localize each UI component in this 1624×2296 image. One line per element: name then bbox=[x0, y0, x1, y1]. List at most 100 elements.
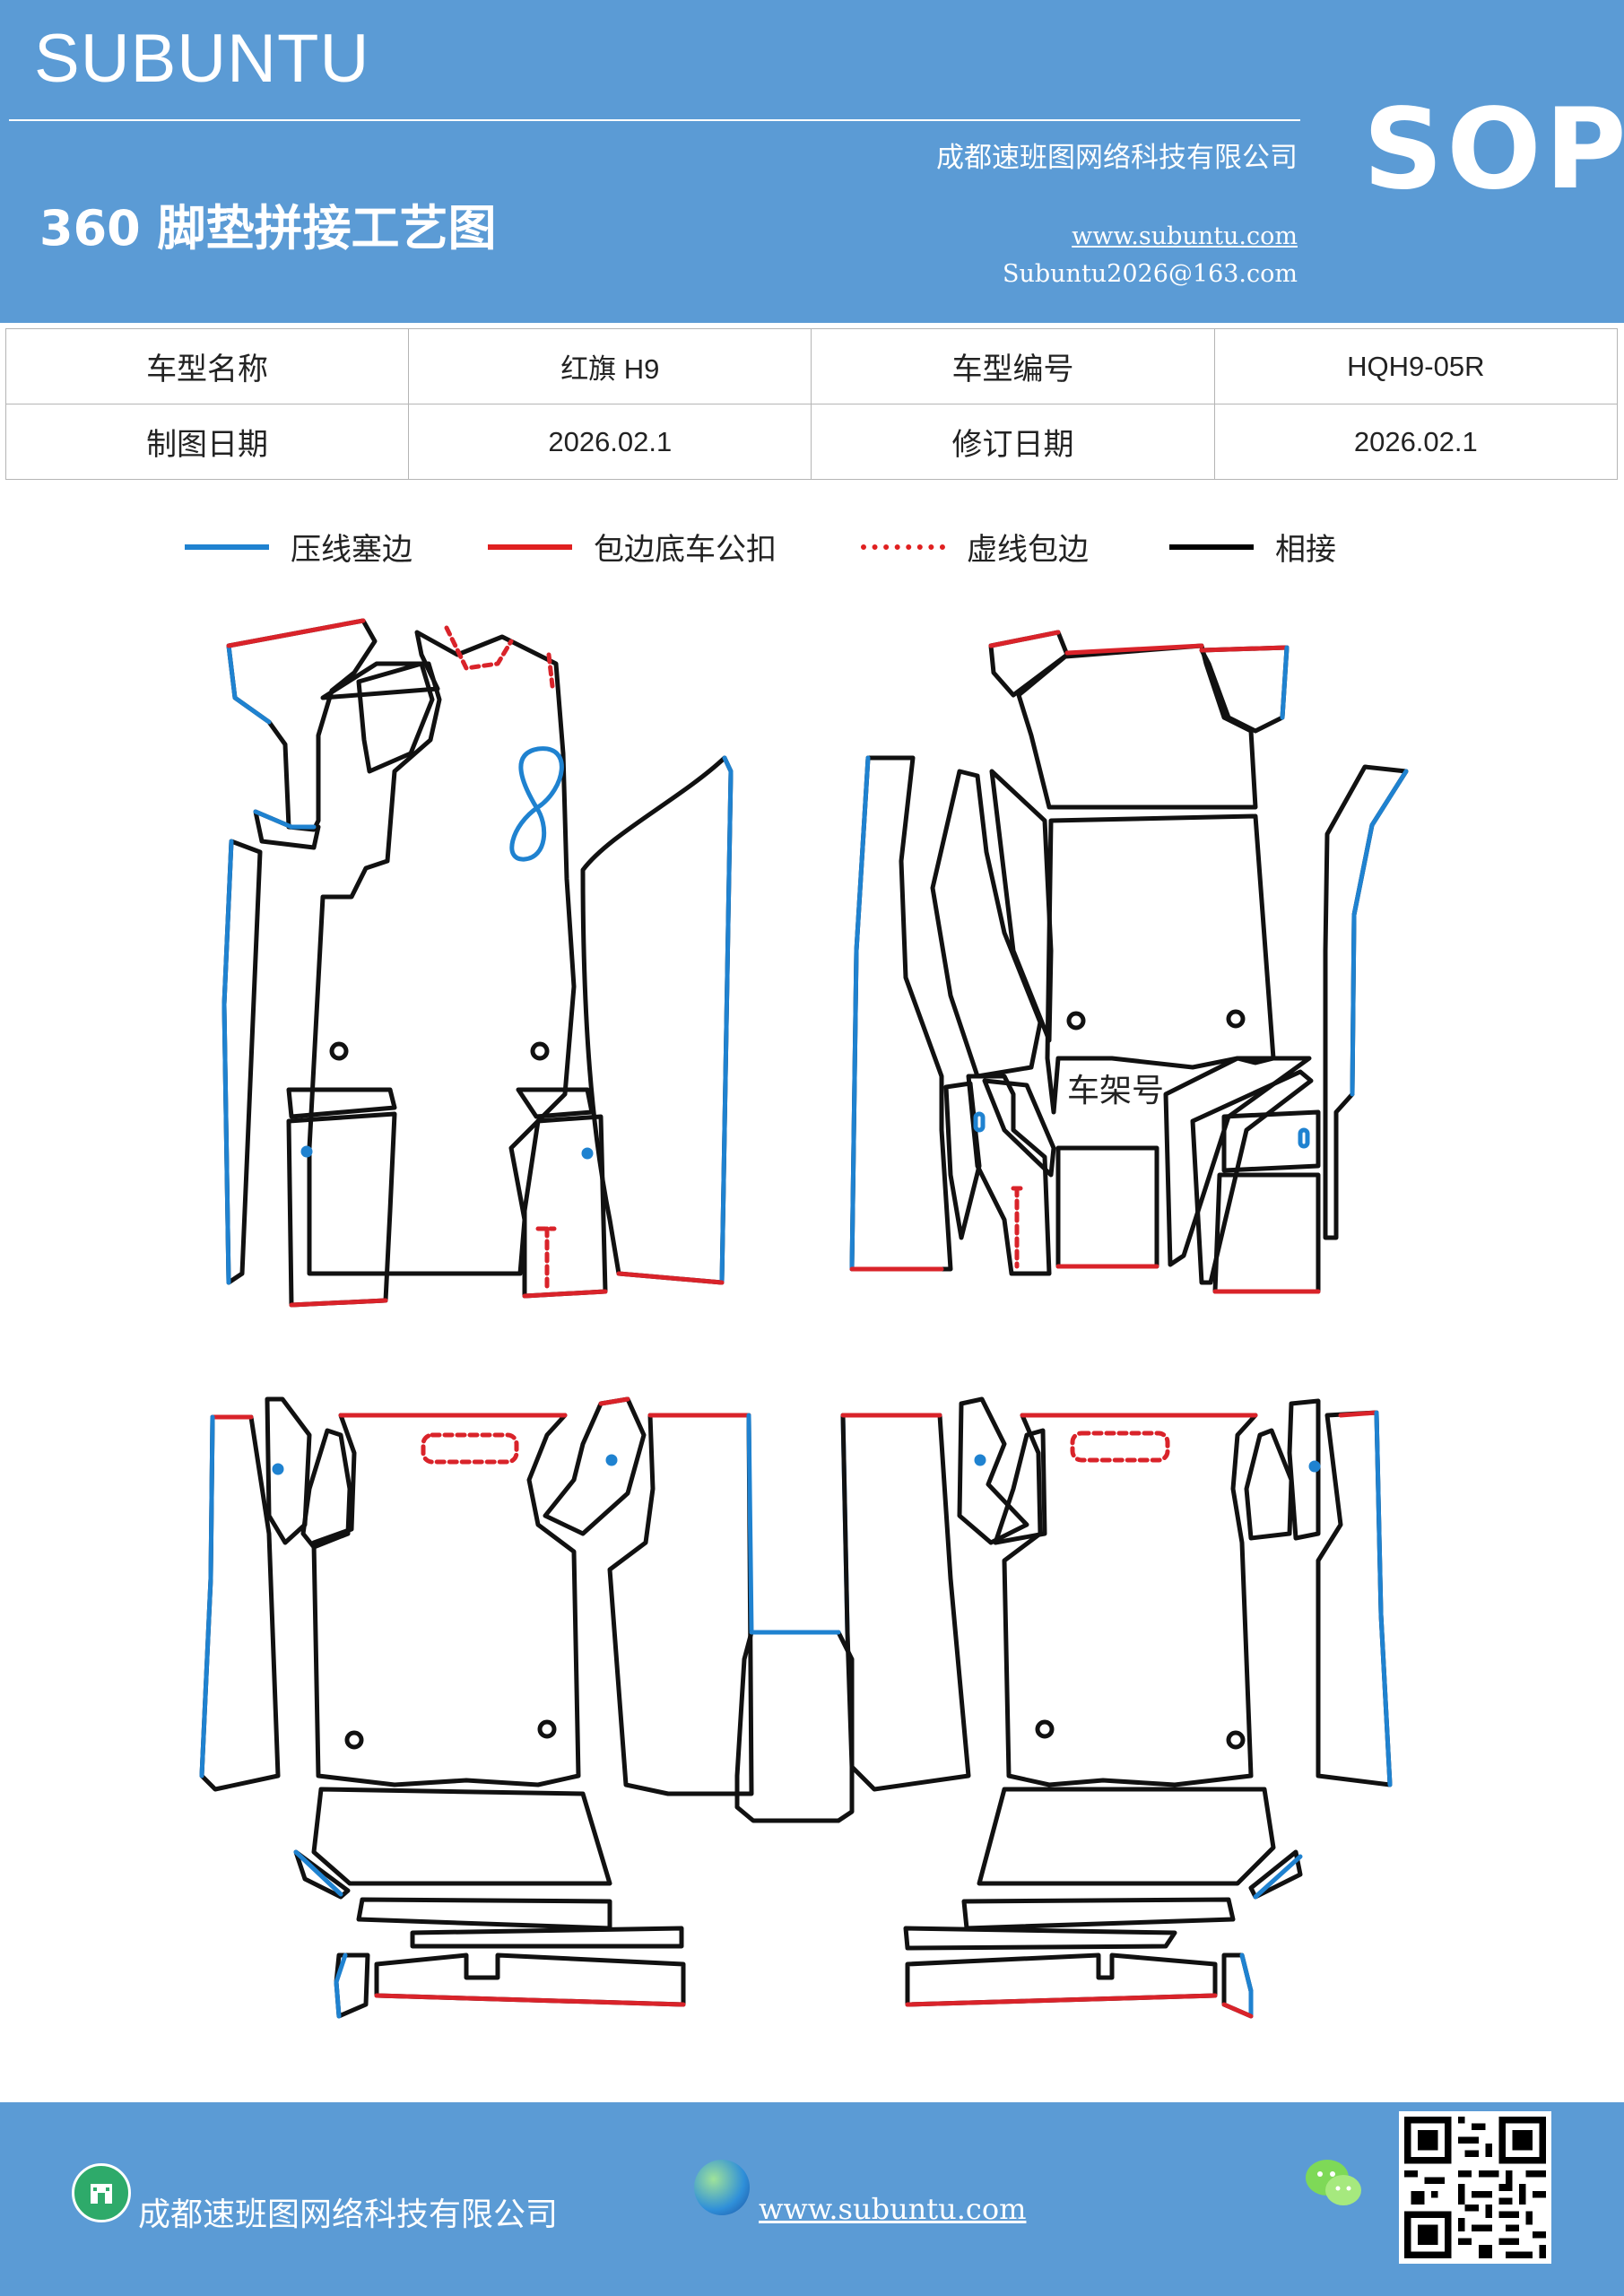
mat-edge-red bbox=[226, 618, 366, 648]
legend-item-pressline: 压线塞边 bbox=[185, 525, 413, 569]
mat-piece bbox=[840, 1413, 971, 1792]
mat-edge-blue bbox=[849, 755, 871, 1272]
building-icon bbox=[72, 2163, 131, 2222]
mat-piece bbox=[516, 1087, 595, 1119]
mat-edge-red bbox=[1011, 1186, 1025, 1269]
mat-edge-red bbox=[988, 630, 1061, 648]
legend-item-join: 相接 bbox=[1169, 525, 1336, 569]
mat-piece bbox=[311, 1787, 612, 1886]
header-website-link[interactable]: www.subuntu.com bbox=[1072, 222, 1298, 250]
draw-date-value: 2026.02.1 bbox=[408, 404, 812, 480]
mat-hole-blue bbox=[605, 1454, 618, 1466]
floor-mat-diagram: 车架号 bbox=[199, 618, 1409, 2019]
legend-swatch-black bbox=[1169, 544, 1254, 550]
mat-hole bbox=[1226, 1730, 1246, 1750]
mat-hole-blue bbox=[1308, 1460, 1321, 1473]
model-name-value: 红旗 H9 bbox=[408, 328, 812, 404]
mat-piece bbox=[286, 1111, 397, 1308]
footer-banner: 成都速班图网络科技有限公司 www.subuntu.com bbox=[0, 2102, 1624, 2296]
mat-piece bbox=[903, 1926, 1177, 1951]
mat-piece bbox=[356, 661, 435, 774]
mat-edge-red bbox=[1199, 645, 1290, 653]
mat-hole-blue bbox=[300, 1145, 313, 1158]
legend-label: 压线塞边 bbox=[291, 532, 413, 568]
mat-piece bbox=[989, 769, 1054, 1043]
model-code-value: HQH9-05R bbox=[1213, 328, 1619, 404]
mat-piece bbox=[977, 1787, 1276, 1886]
rear-left-mat-group bbox=[199, 1396, 855, 2019]
mat-piece bbox=[293, 1849, 351, 1900]
mat-piece bbox=[286, 1087, 397, 1119]
mat-piece bbox=[410, 1926, 684, 1949]
mat-edge-red bbox=[1064, 643, 1204, 656]
mat-piece bbox=[1248, 1849, 1303, 1900]
mat-piece bbox=[580, 755, 734, 1285]
mat-hole bbox=[1066, 1011, 1086, 1031]
mat-edge-red bbox=[289, 1298, 388, 1308]
mat-hole bbox=[1226, 1009, 1246, 1029]
mat-slot-blue bbox=[973, 1111, 986, 1133]
mat-piece bbox=[1016, 643, 1258, 810]
mat-piece bbox=[943, 1081, 982, 1240]
header-email[interactable]: Subuntu2026@163.com bbox=[1003, 260, 1298, 288]
mat-slot-dashed bbox=[421, 1432, 519, 1465]
mat-edge-blue bbox=[1280, 645, 1290, 720]
revision-date-value: 2026.02.1 bbox=[1213, 404, 1619, 480]
mat-piece bbox=[1244, 1428, 1294, 1541]
model-code-label: 车型编号 bbox=[811, 328, 1215, 404]
frame-number-label: 车架号 bbox=[1067, 1073, 1164, 1109]
document-title: 360 脚垫拼接工艺图 bbox=[39, 200, 497, 257]
mat-piece bbox=[226, 618, 378, 832]
mat-edge-red bbox=[616, 1271, 725, 1285]
table-row: 车型名称 红旗 H9 车型编号 HQH9-05R bbox=[4, 328, 1619, 404]
mat-slot-blue bbox=[1298, 1127, 1310, 1149]
mat-edge-blue bbox=[1374, 1410, 1393, 1787]
mat-hole bbox=[537, 1719, 557, 1739]
footer-website-link[interactable]: www.subuntu.com bbox=[759, 2192, 1027, 2226]
mat-edge-red bbox=[546, 652, 555, 689]
mat-clip-blue bbox=[509, 746, 564, 862]
mat-hole bbox=[344, 1730, 364, 1750]
header-banner: SUBUNTU 成都速班图网络科技有限公司 360 脚垫拼接工艺图 www.su… bbox=[0, 0, 1624, 323]
globe-icon bbox=[694, 2160, 750, 2215]
mat-hole bbox=[329, 1041, 349, 1061]
legend-item-edge-clip: 包边底车公扣 bbox=[488, 525, 777, 569]
mat-edge-blue bbox=[293, 1849, 343, 1897]
mat-piece bbox=[356, 1897, 612, 1931]
footer-company: 成都速班图网络科技有限公司 bbox=[138, 2196, 559, 2233]
mat-piece bbox=[307, 630, 577, 1276]
mat-piece bbox=[607, 1413, 754, 1796]
mat-hole bbox=[1035, 1719, 1055, 1739]
legend-swatch-blue bbox=[185, 544, 269, 550]
vehicle-info-table: 车型名称 红旗 H9 车型编号 HQH9-05R 制图日期 2026.02.1 … bbox=[4, 328, 1619, 480]
draw-date-label: 制图日期 bbox=[4, 404, 410, 480]
mat-piece bbox=[1045, 813, 1276, 1115]
mat-slot-dashed bbox=[1070, 1431, 1170, 1463]
mat-edge-red bbox=[1338, 1410, 1379, 1418]
legend-label: 相接 bbox=[1275, 532, 1336, 568]
mat-piece bbox=[930, 769, 1043, 1079]
mat-piece bbox=[982, 1078, 1056, 1178]
revision-date-label: 修订日期 bbox=[811, 404, 1215, 480]
mat-piece bbox=[311, 1413, 581, 1787]
mat-edge-red bbox=[535, 1226, 557, 1294]
mat-piece bbox=[1323, 764, 1409, 1240]
mat-piece bbox=[849, 755, 953, 1272]
mat-edge-red bbox=[598, 1396, 630, 1406]
front-left-mat-group bbox=[221, 618, 734, 1308]
mat-edge-blue bbox=[1350, 769, 1409, 1097]
mat-edge-red bbox=[1221, 2002, 1254, 2019]
mat-edge-blue bbox=[1253, 1854, 1303, 1900]
mat-edge-red bbox=[374, 1993, 686, 2007]
legend: 压线塞边 包边底车公扣 虚线包边 相接 bbox=[0, 525, 1624, 570]
brand-logo-text: SUBUNTU bbox=[34, 21, 370, 97]
rear-right-mat-group bbox=[840, 1396, 1393, 2019]
qr-code[interactable] bbox=[1399, 2111, 1551, 2264]
mat-edge-blue bbox=[221, 839, 234, 1285]
legend-swatch-red-dashed bbox=[861, 544, 945, 550]
mat-edge-red bbox=[522, 1289, 608, 1299]
mat-piece bbox=[522, 1114, 608, 1299]
header-company: 成都速班图网络科技有限公司 bbox=[936, 142, 1298, 174]
mat-piece bbox=[993, 1428, 1047, 1545]
table-row: 制图日期 2026.02.1 修订日期 2026.02.1 bbox=[4, 404, 1619, 480]
